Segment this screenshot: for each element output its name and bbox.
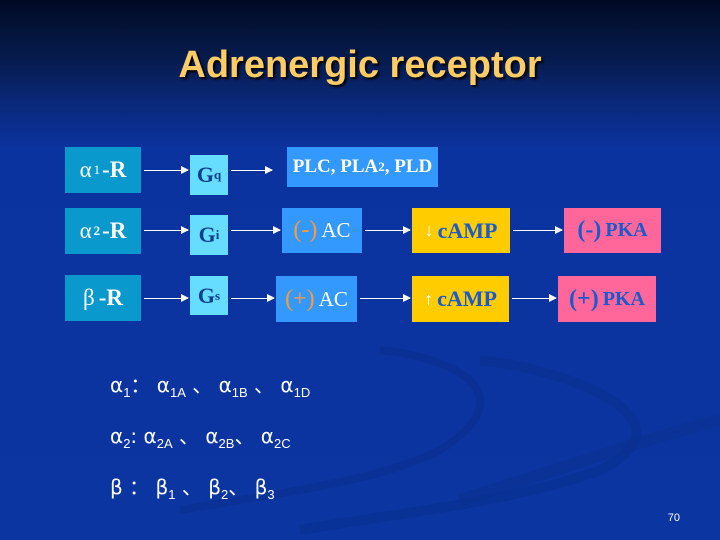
- delimiter: 、: [185, 373, 219, 397]
- separator: ：: [122, 475, 150, 499]
- subtype-subscript: 1: [168, 487, 176, 502]
- arrow-camp-to-pka: [512, 294, 557, 302]
- subtype-subscript: 1D: [293, 385, 311, 400]
- arrow-beta-to-gs: [144, 294, 189, 302]
- arrow-alpha2-to-gi: [144, 226, 189, 234]
- effector-text-2: , PLD: [384, 156, 433, 177]
- inhibited-pka-box: (-)PKA: [564, 208, 661, 253]
- subtype-base: β: [254, 475, 268, 499]
- arrow-ac-to-camp: [365, 226, 411, 234]
- slide-title: Adrenergic receptor: [178, 44, 542, 86]
- receptor-suffix: -R: [98, 285, 123, 310]
- up-arrow-icon: ↑: [424, 288, 434, 309]
- receptor-subscript: 1: [93, 162, 101, 177]
- delimiter: 、: [247, 373, 281, 397]
- subtype-head: α: [110, 373, 124, 397]
- camp-label: cAMP: [437, 217, 498, 243]
- receptor-base: β: [83, 285, 95, 310]
- receptor-subscript: 2: [93, 223, 101, 238]
- enzyme-label: AC: [321, 218, 351, 242]
- delimiter: 、: [234, 424, 261, 448]
- subtype-subscript: 2A: [156, 436, 173, 451]
- receptor-suffix: -R: [102, 218, 127, 243]
- arrow-alpha1-to-gq: [144, 166, 189, 174]
- gprotein-base: G: [198, 222, 216, 247]
- gprotein-subscript: i: [215, 227, 220, 242]
- subtype-subscript: 1B: [231, 385, 248, 400]
- gprotein-base: G: [196, 162, 214, 187]
- arrow-gi-to-ac: [231, 226, 281, 234]
- kinase-label: PKA: [602, 287, 645, 310]
- subtype-head: β: [110, 475, 123, 499]
- effector-subscript: 2: [378, 159, 385, 174]
- subtype-head-subscript: 1: [123, 385, 131, 400]
- camp-label: cAMP: [437, 286, 497, 311]
- delimiter: 、: [172, 424, 206, 448]
- subtype-subscript: 2B: [218, 436, 235, 451]
- enzyme-label: AC: [318, 286, 348, 311]
- subtype-base: α: [280, 373, 294, 397]
- subtype-base: α: [260, 424, 274, 448]
- stimulated-pka-box: (+)PKA: [558, 276, 656, 322]
- gprotein-base: G: [197, 282, 216, 308]
- subtype-head-subscript: 2: [123, 436, 131, 451]
- receptor-suffix: -R: [102, 157, 127, 182]
- inhibition-sign: (-): [293, 217, 318, 243]
- subtype-base: α: [205, 424, 219, 448]
- arrow-camp-to-pka: [513, 226, 563, 234]
- subtype-subscript: 2: [220, 487, 229, 502]
- receptor-subtypes-list: α1： α1A 、 α1B 、 α1D α2: α2A 、 α2B、 α2C β…: [110, 367, 310, 520]
- subtype-subscript: 2C: [273, 436, 291, 451]
- alpha1-subtypes-line: α1： α1A 、 α1B 、 α1D: [110, 367, 310, 418]
- arrow-ac-to-camp: [360, 294, 411, 302]
- arrow-gq-to-plc: [231, 166, 273, 174]
- down-arrow-icon: ↓: [424, 220, 434, 240]
- subtype-base: α: [143, 424, 157, 448]
- receptor-base: α: [79, 157, 92, 182]
- increased-camp-box: ↑cAMP: [412, 276, 509, 322]
- gprotein-subscript: s: [215, 287, 221, 303]
- subtype-head: α: [110, 424, 124, 448]
- subtype-subscript: 3: [267, 487, 275, 502]
- delimiter: 、: [175, 475, 209, 499]
- separator: ：: [130, 373, 151, 397]
- alpha2-subtypes-line: α2: α2A 、 α2B、 α2C: [110, 418, 310, 469]
- subtype-base: β: [155, 475, 169, 499]
- effector-text-1: PLC, PLA: [292, 156, 379, 177]
- arrow-gs-to-ac: [231, 294, 275, 302]
- stimulated-ac-box: (+)AC: [276, 276, 357, 322]
- decreased-camp-box: ↓cAMP: [412, 208, 510, 253]
- beta-receptor-box: β-R: [65, 275, 141, 321]
- delimiter: 、: [228, 475, 255, 499]
- subtype-subscript: 1A: [169, 385, 186, 400]
- subtype-base: α: [156, 373, 170, 397]
- beta-subtypes-line: β ： β1 、 β2、 β3: [110, 469, 310, 520]
- stimulation-sign: (+): [285, 285, 315, 312]
- page-number: 70: [667, 512, 680, 524]
- subtype-base: β: [208, 475, 221, 499]
- gprotein-subscript: q: [213, 167, 222, 182]
- inhibition-sign: (-): [577, 217, 602, 243]
- stimulation-sign: (+): [569, 285, 599, 312]
- receptor-base: α: [79, 218, 92, 243]
- inhibited-ac-box: (-)AC: [282, 208, 362, 253]
- kinase-label: PKA: [605, 219, 648, 241]
- separator: :: [130, 424, 138, 448]
- subtype-base: α: [218, 373, 232, 397]
